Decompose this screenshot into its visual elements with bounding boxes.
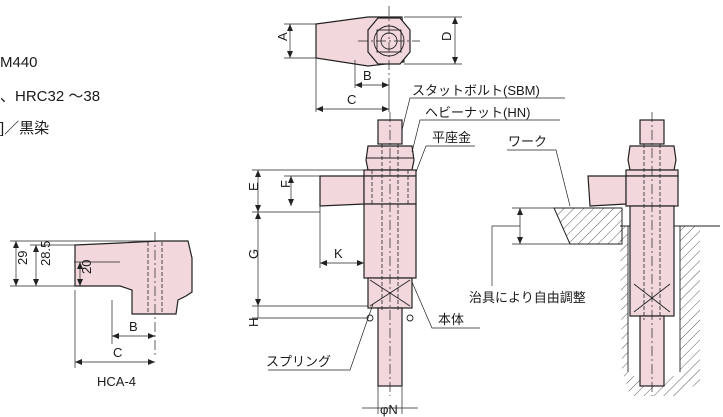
- dim-28-5: 28.5: [38, 241, 53, 266]
- spec-hardness: 、HRC32 ～38: [0, 88, 100, 105]
- dim-E: E: [246, 182, 261, 191]
- label-stud-bolt: スタットボルト(SBM): [412, 83, 540, 98]
- label-model: HCA-4: [97, 374, 136, 389]
- spec-material: M440: [0, 54, 38, 71]
- top-view: A D B C: [275, 6, 462, 112]
- dim-side-B: B: [129, 319, 138, 334]
- label-washer: 平座金: [432, 130, 471, 145]
- dim-H: H: [246, 318, 261, 327]
- dim-B: B: [363, 68, 372, 83]
- spec-finish: ]／黒染: [0, 120, 49, 137]
- label-body: 本体: [438, 312, 464, 327]
- dim-G: G: [246, 249, 261, 259]
- dim-20: 20: [79, 260, 94, 274]
- label-hex-nut: ヘビーナット(HN): [425, 105, 530, 120]
- label-spring: スプリング: [266, 354, 331, 369]
- dim-K: K: [334, 246, 343, 261]
- dim-29: 29: [15, 251, 30, 265]
- dim-D: D: [439, 32, 454, 41]
- dim-F: F: [278, 180, 293, 188]
- front-view: E F G H K φN スタットボルト(SBM) ヘビーナット(HN) 平座金…: [246, 83, 565, 417]
- label-work: ワーク: [508, 134, 547, 149]
- dim-C: C: [347, 92, 356, 107]
- label-jig-adjust: 治具により自由調整: [469, 290, 586, 305]
- side-view-hca4: 29 28.5 20 B C HCA-4: [10, 232, 193, 389]
- dim-phiN: φN: [380, 402, 398, 417]
- dim-A: A: [275, 32, 290, 41]
- dim-side-C: C: [113, 345, 122, 360]
- installed-view: ワーク 治具により自由調整: [469, 112, 720, 396]
